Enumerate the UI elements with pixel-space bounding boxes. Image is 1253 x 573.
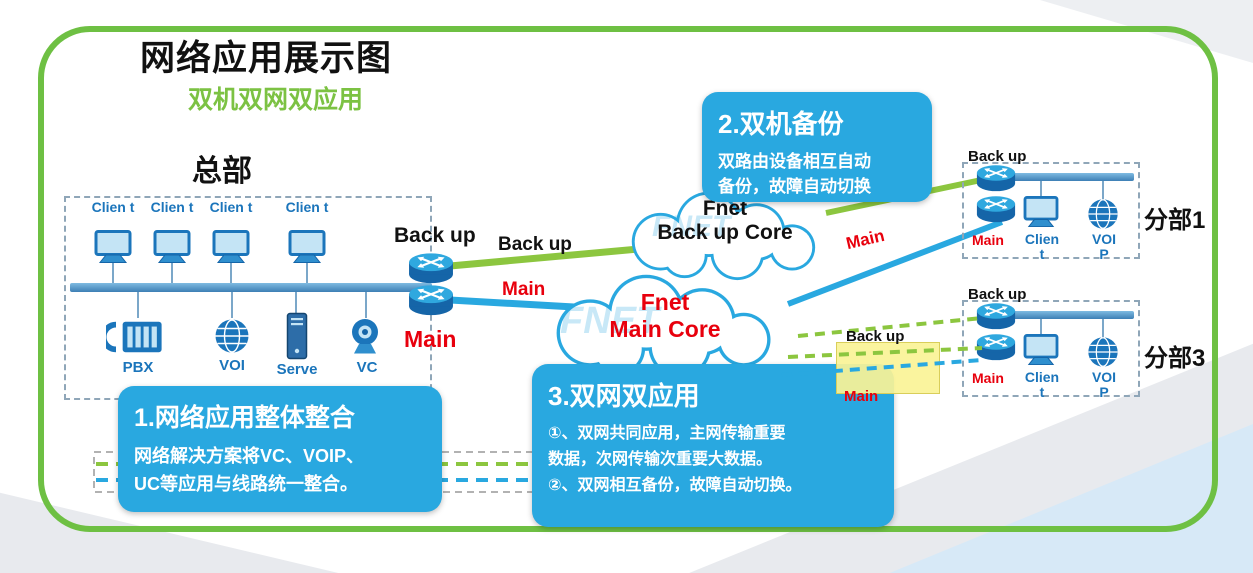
branch3-main-router-icon (976, 333, 1016, 361)
voip-globe-icon (1087, 336, 1119, 368)
branch1-backup-router-icon (976, 164, 1016, 192)
callout2-line2: 备份，故障自动切换 (718, 177, 871, 196)
video-camera-icon (352, 319, 378, 354)
hq-main-router-icon (408, 284, 454, 316)
client-computer-icon (1023, 196, 1059, 228)
branch1-voip-label: VOI P (1091, 231, 1117, 262)
hq-client-label-4: Clien t (285, 199, 329, 215)
client-computer-icon (94, 230, 132, 264)
page-title: 网络应用展示图 (140, 39, 393, 78)
branch3-backup-line-label: Back up (846, 328, 905, 345)
branch3-name: 分部3 (1144, 345, 1206, 372)
branch3-network-bus (1012, 311, 1134, 319)
backup-cloud-label: Fnet Back up Core (640, 197, 810, 245)
hq-client-label-2: Clien t (150, 199, 194, 215)
hq-title: 总部 (192, 155, 252, 188)
callout3-line2: 数据，次网传输次重要大数据。 (548, 451, 773, 468)
branch1-name: 分部1 (1144, 207, 1206, 234)
hq-client-label-1: Clien t (91, 199, 135, 215)
branch1-main-label: Main (972, 232, 1004, 248)
callout2-title: 2.双机备份 (718, 109, 844, 139)
diagram-green-border (38, 26, 1218, 532)
branch1-network-bus (1012, 173, 1134, 181)
backup-cloud-line1: Fnet (702, 197, 748, 220)
branch1-backup-label: Back up (968, 148, 1027, 165)
branch3-main-line-label: Main (844, 388, 879, 405)
hq-client-label-3: Clien t (209, 199, 253, 215)
callout1-line2: UC等应用与线路统一整合。 (134, 474, 358, 494)
branch3-link-highlight (836, 342, 940, 394)
client-computer-icon (1023, 334, 1059, 366)
hq-main-router-label: Main (404, 326, 457, 352)
pbx-phone-icon (106, 318, 164, 356)
client-computer-icon (288, 230, 326, 264)
hq-main-line-label: Main (502, 279, 546, 300)
branch3-main-label: Main (972, 370, 1004, 386)
callout1-title: 1.网络应用整体整合 (134, 404, 355, 432)
hq-network-bus (70, 283, 432, 292)
client-computer-icon (153, 230, 191, 264)
main-cloud-label: Fnet Main Core (565, 289, 765, 343)
callout-dual-router-backup: 2.双机备份 双路由设备相互自动 备份，故障自动切换 (702, 92, 932, 202)
callout3-line1: ①、双网共同应用，主网传输重要 (548, 425, 786, 442)
branch1-client-label: Clien t (1024, 231, 1060, 262)
branch1-main-router-icon (976, 195, 1016, 223)
callout3-title: 3.双网双应用 (548, 381, 700, 411)
callout3-line3: ②、双网相互备份，故障自动切换。 (548, 477, 802, 494)
server-tower-icon (286, 312, 308, 360)
callout1-line1: 网络解决方案将VC、VOIP、 (134, 446, 365, 466)
branch3-backup-label: Back up (968, 286, 1027, 303)
fnet-watermark-backup: FNET (652, 210, 731, 243)
server-label: Serve (276, 361, 318, 378)
client-computer-icon (212, 230, 250, 264)
vc-label: VC (356, 359, 378, 376)
page-subtitle: 双机双网双应用 (188, 86, 364, 114)
hq-backup-line-label: Back up (498, 234, 572, 255)
main-cloud-line1: Fnet (640, 289, 690, 315)
hq-backup-router-icon (408, 252, 454, 284)
pbx-label: PBX (122, 359, 154, 376)
voip-globe-icon (1087, 198, 1119, 230)
branch3-backup-router-icon (976, 302, 1016, 330)
callout2-line1: 双路由设备相互自动 (718, 152, 871, 171)
voip-globe-icon (214, 318, 250, 354)
branch3-voip-label: VOI P (1091, 369, 1117, 400)
voip-label: VOI (219, 357, 245, 374)
branch3-client-label: Clien t (1024, 369, 1060, 400)
main-cloud-line2: Main Core (609, 316, 721, 342)
callout-network-integration: 1.网络应用整体整合 网络解决方案将VC、VOIP、 UC等应用与线路统一整合。 (118, 386, 442, 512)
hq-backup-router-label: Back up (394, 224, 476, 247)
backup-cloud-line2: Back up Core (657, 221, 793, 244)
